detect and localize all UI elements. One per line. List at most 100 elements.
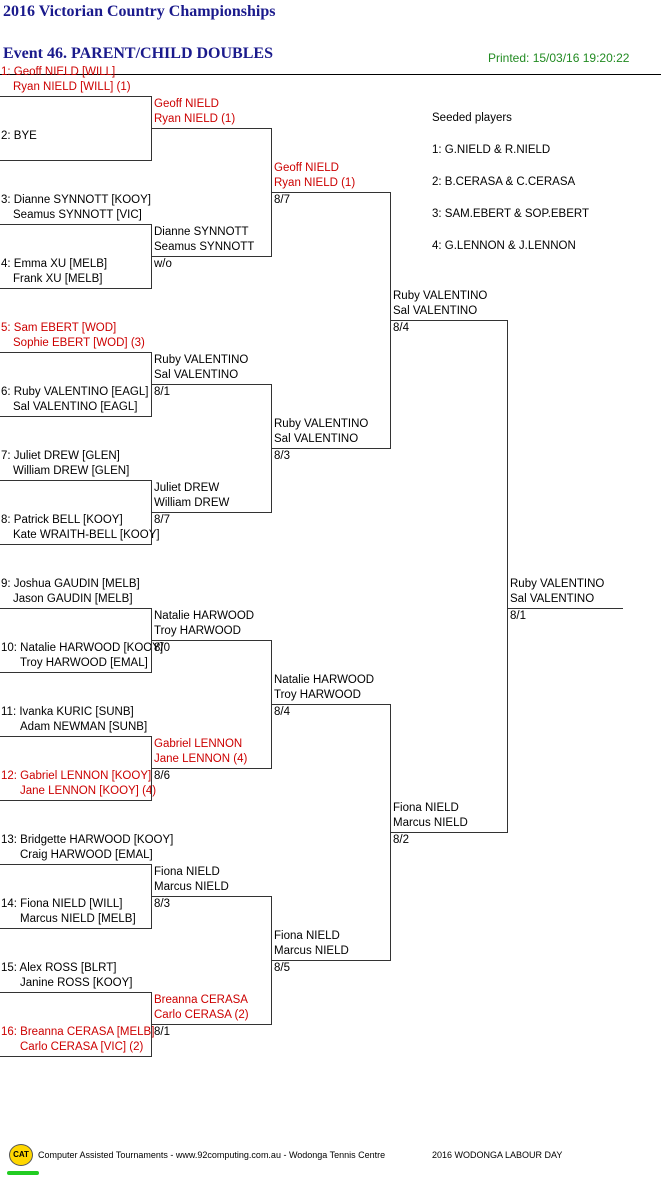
round1-connector (151, 992, 152, 1057)
round2-line (152, 256, 272, 257)
round2-score: 8/1 (154, 386, 170, 398)
round2-player-1: Dianne SYNNOTT (154, 226, 249, 238)
round2-player-2: Seamus SYNNOTT (154, 241, 255, 253)
round3-player-1: Fiona NIELD (274, 930, 340, 942)
footer-credit: Computer Assisted Tournaments - www.92co… (38, 1150, 386, 1160)
round2-player-2: William DREW (154, 497, 230, 509)
round3-player-2: Ryan NIELD (1) (274, 177, 356, 189)
seed-3: 3: SAM.EBERT & SOP.EBERT (432, 208, 590, 220)
event-title: Event 46. PARENT/CHILD DOUBLES (3, 45, 273, 62)
round1-player-1: 13: Bridgette HARWOOD [KOOY] (1, 834, 174, 846)
round1-player-2: Adam NEWMAN [SUNB] (20, 721, 148, 733)
seed-1: 1: G.NIELD & R.NIELD (432, 144, 551, 156)
round2-line (152, 640, 272, 641)
round1-connector (151, 352, 152, 417)
round1-player-2: Frank XU [MELB] (13, 273, 103, 285)
round1-player-2: Marcus NIELD [MELB] (20, 913, 136, 925)
footer-event: 2016 WODONGA LABOUR DAY (432, 1150, 563, 1160)
round2-player-1: Geoff NIELD (154, 98, 219, 110)
round2-line (152, 512, 272, 513)
round1-player-2: Sophie EBERT [WOD] (3) (13, 337, 145, 349)
round2-line (152, 128, 272, 129)
round2-player-2: Marcus NIELD (154, 881, 229, 893)
round4-score: 8/4 (393, 322, 409, 334)
final-player-2: Sal VALENTINO (510, 593, 595, 605)
round1-connector (151, 864, 152, 929)
round1-player-1: 5: Sam EBERT [WOD] (1, 322, 117, 334)
round3-score: 8/4 (274, 706, 290, 718)
round2-player-1: Natalie HARWOOD (154, 610, 255, 622)
header-rule (0, 74, 661, 75)
round1-player-1: 2: BYE (1, 130, 37, 142)
round1-player-1: 4: Emma XU [MELB] (1, 258, 108, 270)
round1-player-1: 7: Juliet DREW [GLEN] (1, 450, 120, 462)
round1-player-2: Ryan NIELD [WILL] (1) (13, 81, 131, 93)
round1-player-2: Jane LENNON [KOOY] (4) (20, 785, 157, 797)
seed-4: 4: G.LENNON & J.LENNON (432, 240, 576, 252)
round3-line (272, 704, 391, 705)
round2-player-2: Troy HARWOOD (154, 625, 241, 637)
round2-score: 8/6 (154, 770, 170, 782)
round1-player-2: Seamus SYNNOTT [VIC] (13, 209, 142, 221)
round1-player-2: Troy HARWOOD [EMAL] (20, 657, 148, 669)
round2-line (152, 896, 272, 897)
printed-timestamp: Printed: 15/03/16 19:20:22 (488, 51, 630, 65)
round1-player-1: 15: Alex ROSS [BLRT] (1, 962, 117, 974)
cat-logo: CAT (9, 1144, 33, 1166)
final-score: 8/1 (510, 610, 526, 622)
round2-connector (271, 896, 272, 1025)
round2-player-2: Sal VALENTINO (154, 369, 239, 381)
round1-player-2: Sal VALENTINO [EAGL] (13, 401, 138, 413)
round1-player-1: 16: Breanna CERASA [MELB] (1, 1026, 155, 1038)
round3-player-1: Natalie HARWOOD (274, 674, 375, 686)
seed-2: 2: B.CERASA & C.CERASA (432, 176, 576, 188)
round1-player-1: 12: Gabriel LENNON [KOOY] (1, 770, 152, 782)
round1-line (0, 1056, 152, 1057)
round1-line (0, 864, 152, 865)
round2-player-1: Ruby VALENTINO (154, 354, 249, 366)
round1-line (0, 224, 152, 225)
round2-connector (271, 128, 272, 257)
round3-connector (390, 192, 391, 449)
round1-connector (151, 608, 152, 673)
round4-player-1: Ruby VALENTINO (393, 290, 488, 302)
round4-player-2: Marcus NIELD (393, 817, 468, 829)
round2-score: 8/0 (154, 642, 170, 654)
round2-connector (271, 384, 272, 513)
round2-score: 8/3 (154, 898, 170, 910)
seeded-heading: Seeded players (432, 112, 512, 124)
round1-player-1: 10: Natalie HARWOOD [KOOY] (1, 642, 164, 654)
round4-connector (507, 320, 508, 833)
final-line (508, 608, 623, 609)
round2-line (152, 768, 272, 769)
round4-score: 8/2 (393, 834, 409, 846)
round2-score: 8/7 (154, 514, 170, 526)
round4-line (391, 832, 508, 833)
round1-player-1: 6: Ruby VALENTINO [EAGL] (1, 386, 149, 398)
tournament-title: 2016 Victorian Country Championships (3, 3, 276, 20)
final-player-1: Ruby VALENTINO (510, 578, 605, 590)
round1-line (0, 288, 152, 289)
round3-connector (390, 704, 391, 961)
round2-player-1: Gabriel LENNON (154, 738, 243, 750)
round3-score: 8/3 (274, 450, 290, 462)
round2-line (152, 1024, 272, 1025)
round3-line (272, 192, 391, 193)
round1-player-1: 1: Geoff NIELD [WILL] (1, 66, 116, 78)
round1-line (0, 480, 152, 481)
round3-score: 8/5 (274, 962, 290, 974)
round1-player-1: 8: Patrick BELL [KOOY] (1, 514, 123, 526)
round2-player-2: Carlo CERASA (2) (154, 1009, 249, 1021)
round1-player-2: Carlo CERASA [VIC] (2) (20, 1041, 144, 1053)
round3-player-2: Sal VALENTINO (274, 433, 359, 445)
round2-player-2: Ryan NIELD (1) (154, 113, 236, 125)
round3-line (272, 448, 391, 449)
round4-player-1: Fiona NIELD (393, 802, 459, 814)
round1-line (0, 992, 152, 993)
round1-line (0, 96, 152, 97)
round1-line (0, 736, 152, 737)
round1-player-2: Kate WRAITH-BELL [KOOY] (13, 529, 160, 541)
round1-connector (151, 736, 152, 801)
round2-score: 8/1 (154, 1026, 170, 1038)
round1-line (0, 800, 152, 801)
